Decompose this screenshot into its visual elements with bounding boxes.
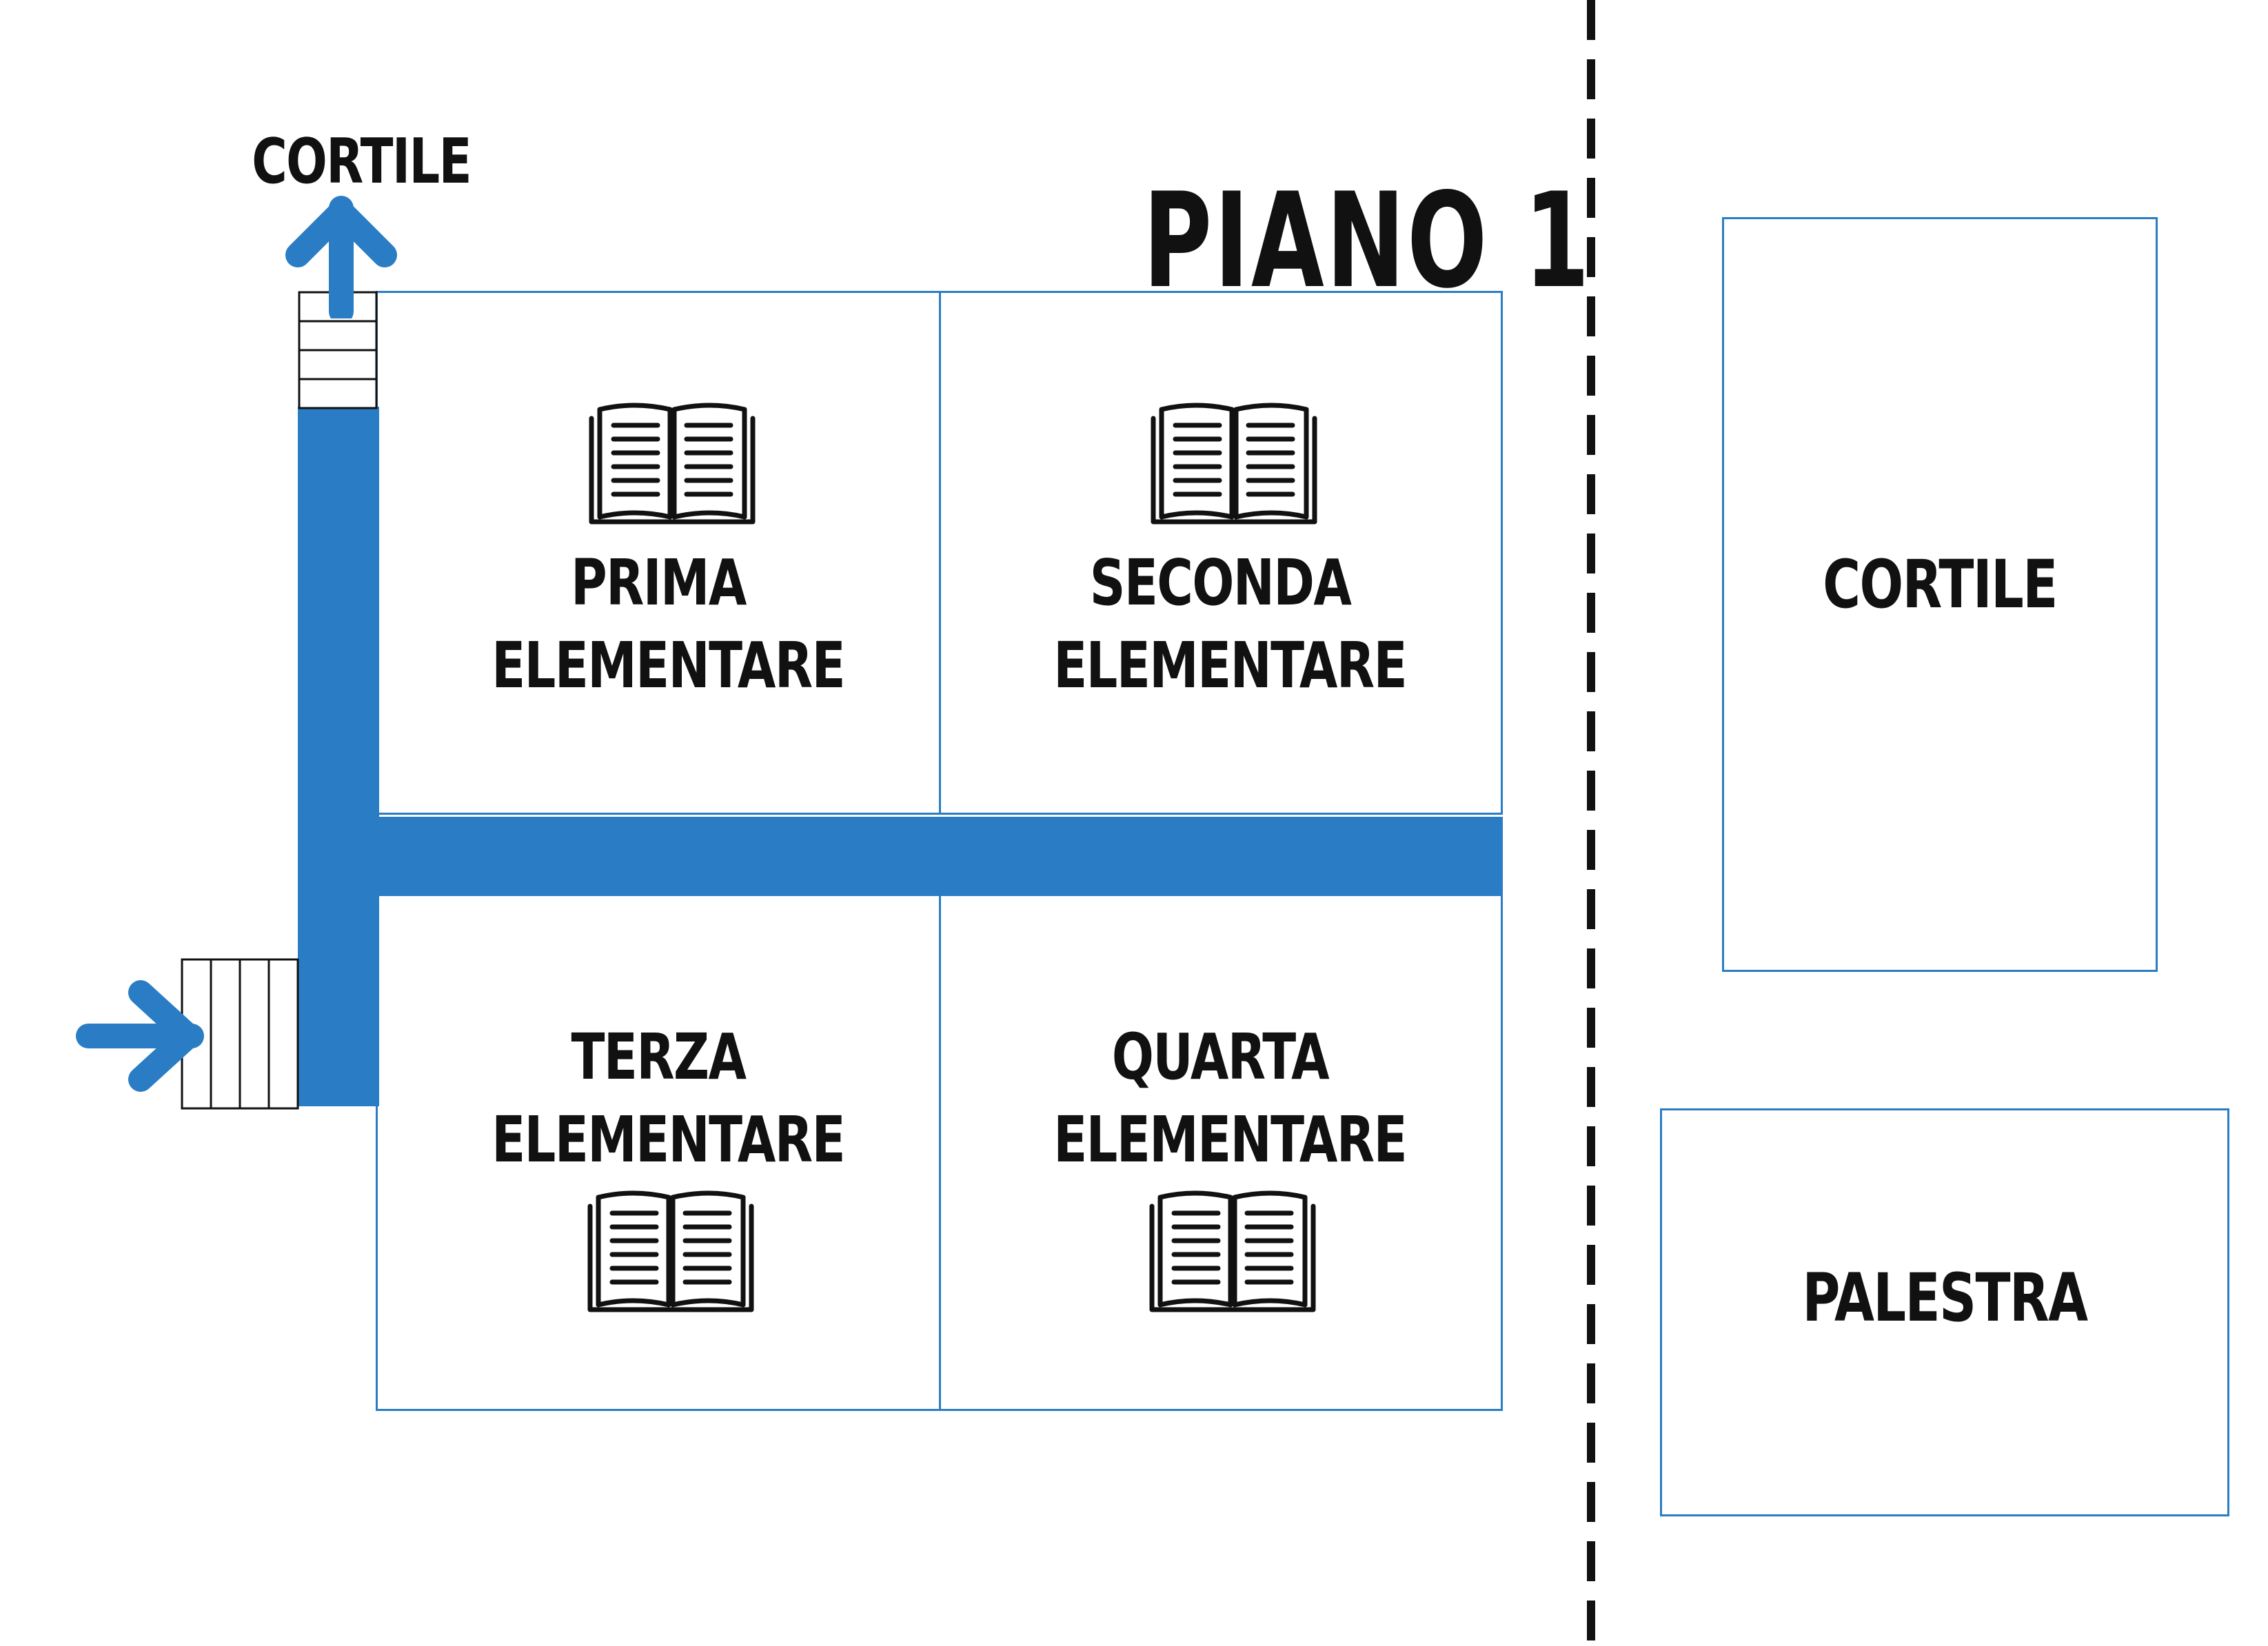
floor-title: PIANO 1 xyxy=(1143,165,1592,317)
room-terza-line1: TERZA xyxy=(571,1020,747,1094)
room-quarta-line1: QUARTA xyxy=(1111,1020,1330,1094)
exit-top-label: CORTILE xyxy=(252,125,472,198)
room-prima-elementare xyxy=(376,291,941,815)
room-prima-line2: ELEMENTARE xyxy=(492,629,845,702)
area-cortile xyxy=(1722,217,2158,972)
corridor-vertical xyxy=(298,407,379,1106)
open-book-icon xyxy=(587,1190,754,1312)
room-terza-elementare xyxy=(376,893,941,1411)
open-book-icon xyxy=(589,403,756,525)
open-book-icon xyxy=(1151,403,1317,525)
room-seconda-line2: ELEMENTARE xyxy=(1053,629,1407,702)
divider-dashed-line xyxy=(1587,0,1595,1646)
room-seconda-elementare xyxy=(939,291,1503,815)
room-quarta-elementare xyxy=(939,893,1503,1411)
area-palestra xyxy=(1660,1108,2229,1516)
area-cortile-label: CORTILE xyxy=(1823,546,2058,623)
stairs-top-icon xyxy=(298,291,378,409)
area-palestra-label: PALESTRA xyxy=(1802,1259,2089,1337)
room-seconda-line1: SECONDA xyxy=(1089,546,1352,620)
arrow-up-icon xyxy=(285,196,397,318)
corridor-horizontal xyxy=(298,817,1503,896)
open-book-icon xyxy=(1149,1190,1316,1312)
room-quarta-line2: ELEMENTARE xyxy=(1053,1103,1407,1177)
room-prima-line1: PRIMA xyxy=(571,546,747,620)
arrow-right-icon xyxy=(76,980,204,1092)
room-terza-line2: ELEMENTARE xyxy=(492,1103,845,1177)
